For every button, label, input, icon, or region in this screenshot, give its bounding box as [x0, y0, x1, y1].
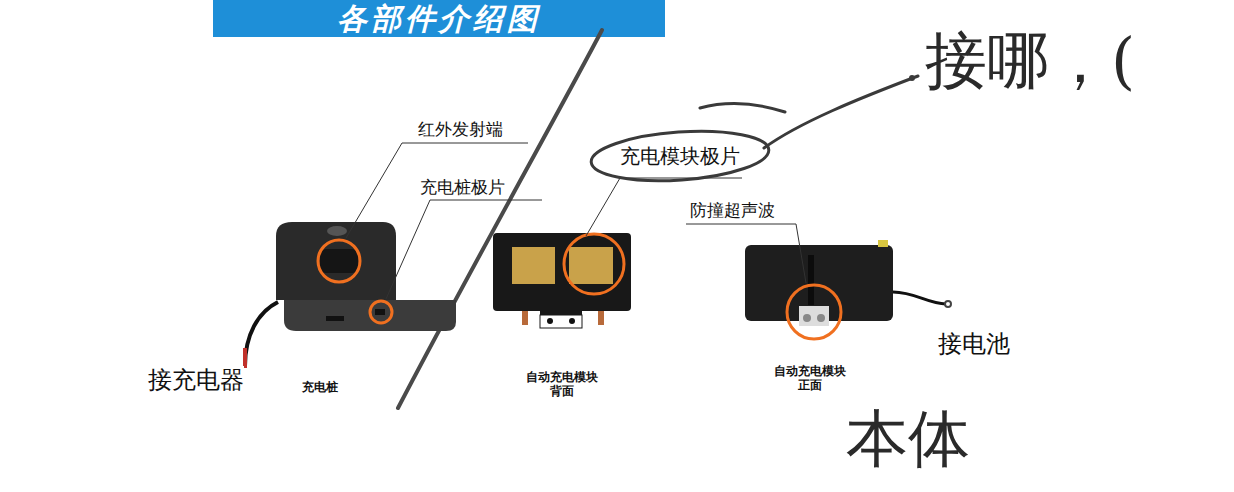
hand-stroke: [700, 104, 785, 112]
hand-stroke: [398, 30, 602, 408]
leader-line: [346, 143, 528, 238]
screw-hole: [547, 318, 553, 324]
ultrasonic-sensor: [799, 306, 829, 326]
leader-line: [686, 224, 806, 283]
part-label: 接充电器: [148, 366, 244, 395]
highlight-circle: [370, 301, 392, 323]
leader-line: [386, 200, 542, 299]
screw-hole: [569, 318, 575, 324]
title-text: 各部件介绍图: [337, 1, 541, 37]
part-label: 接电池: [938, 330, 1010, 359]
title-band: [213, 0, 665, 37]
module-part: [808, 255, 814, 305]
battery-cable: [893, 292, 946, 304]
highlight-circle: [564, 234, 624, 294]
ellipse-outline: [590, 129, 771, 183]
module-tab: [540, 306, 582, 328]
caption-text: 自动充电模块 正面: [767, 364, 853, 393]
dock-tower: [276, 222, 396, 300]
ultrasonic-sensor: [817, 314, 825, 322]
caption-text: 自动充电模块 背面: [519, 370, 605, 399]
dock-knob: [327, 226, 347, 236]
contact-plate: [512, 247, 555, 284]
hand-stroke: [764, 76, 918, 148]
module-back: [493, 233, 631, 311]
copper-pin: [522, 311, 528, 325]
hand-ellipse-node: 充电模块极片: [588, 129, 772, 183]
part-label: 防撞超声波: [690, 200, 775, 220]
module-tab: [540, 315, 582, 328]
contact-plate: [569, 247, 613, 284]
copper-pin: [598, 311, 604, 325]
part-label: 充电桩极片: [420, 177, 505, 197]
cable-ring: [945, 301, 951, 307]
dock-base: [284, 300, 456, 331]
ultrasonic-sensor: [803, 314, 811, 322]
dock-contact: [375, 309, 385, 315]
module-part: [878, 240, 888, 247]
cable-tip: [243, 348, 247, 368]
highlight-circle: [318, 240, 360, 282]
part-label: 充电模块极片: [620, 144, 740, 168]
part-label: 红外发射端: [418, 119, 503, 139]
dock-slot: [326, 316, 344, 321]
hand-dot: [909, 75, 915, 81]
handwritten-note: 接哪，(: [925, 24, 1135, 98]
charger-cable: [245, 302, 278, 366]
highlight-circle: [787, 285, 841, 339]
handwritten-note: 本体: [846, 402, 970, 476]
caption-text: 充电桩: [302, 380, 338, 394]
ir-window: [320, 249, 358, 273]
